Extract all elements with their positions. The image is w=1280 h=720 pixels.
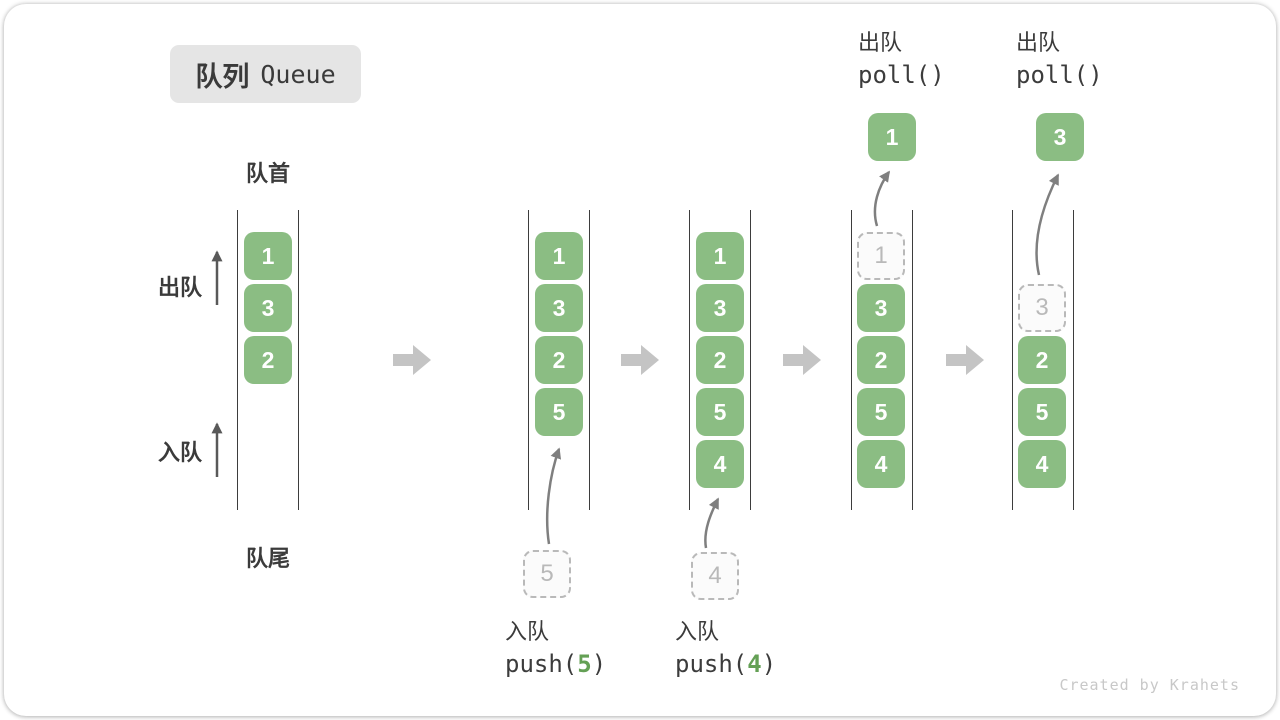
push5-annotation: 入队 push(5) [505, 617, 606, 681]
queue-cell: 5 [696, 388, 744, 436]
queue-cell: 2 [535, 336, 583, 384]
poll2-label: 出队 [1016, 30, 1061, 55]
queue-state-4 [851, 210, 913, 510]
enqueue-ghost-box: 5 [523, 550, 571, 598]
dequeued-ghost-cell: 1 [857, 232, 905, 280]
queue-cell: 5 [1018, 388, 1066, 436]
title-zh: 队列 [195, 61, 250, 92]
dequeue-label: 出队 [157, 275, 202, 300]
queue-cell: 4 [696, 440, 744, 488]
queue-state-2 [528, 210, 590, 510]
queue-cell: 3 [535, 284, 583, 332]
queue-cell: 4 [1018, 440, 1066, 488]
watermark: Created by Krahets [1059, 676, 1240, 694]
queue-cell: 2 [1018, 336, 1066, 384]
queue-cell: 4 [857, 440, 905, 488]
queue-cell: 3 [857, 284, 905, 332]
queue-state-3 [689, 210, 751, 510]
push4-label: 入队 [675, 619, 720, 644]
push5-code: push(5) [505, 650, 607, 678]
queue-cell: 1 [535, 232, 583, 280]
poll-result-box: 1 [868, 113, 916, 161]
queue-cell: 5 [857, 388, 905, 436]
title-badge: 队列 Queue [170, 45, 361, 103]
queue-cell: 2 [696, 336, 744, 384]
poll2-annotation: 出队 poll() [1016, 28, 1103, 92]
dequeued-ghost-cell: 3 [1018, 284, 1066, 332]
push4-code: push(4) [675, 650, 777, 678]
queue-cell: 5 [535, 388, 583, 436]
poll1-label: 出队 [858, 30, 903, 55]
queue-cell: 3 [244, 284, 292, 332]
enqueue-ghost-box: 4 [691, 552, 739, 600]
queue-cell: 3 [696, 284, 744, 332]
poll1-code: poll() [858, 61, 945, 89]
enqueue-label: 入队 [157, 440, 202, 465]
diagram-card [4, 4, 1276, 716]
queue-cell: 2 [244, 336, 292, 384]
poll2-code: poll() [1016, 61, 1103, 89]
poll1-annotation: 出队 poll() [858, 28, 945, 92]
queue-state-5 [1012, 210, 1074, 510]
poll-result-box: 3 [1036, 113, 1084, 161]
queue-cell: 1 [244, 232, 292, 280]
queue-front-label: 队首 [245, 161, 290, 186]
push5-label: 入队 [505, 619, 550, 644]
queue-rear-label: 队尾 [245, 546, 290, 571]
queue-cell: 2 [857, 336, 905, 384]
queue-state-1 [237, 210, 299, 510]
queue-cell: 1 [696, 232, 744, 280]
title-en: Queue [260, 59, 336, 89]
push4-annotation: 入队 push(4) [675, 617, 776, 681]
